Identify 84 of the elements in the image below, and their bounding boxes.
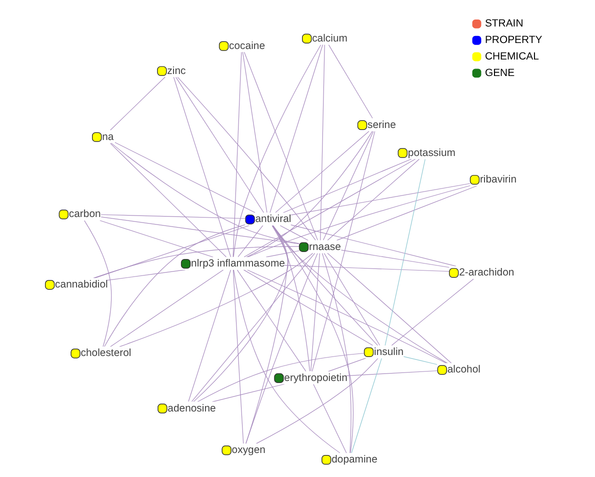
connector xyxy=(310,252,320,372)
node-text: ribavirin xyxy=(479,174,516,186)
connector xyxy=(192,225,288,402)
connector xyxy=(390,278,474,346)
connector xyxy=(100,216,299,244)
connector xyxy=(118,252,313,347)
connector xyxy=(110,142,300,244)
connector xyxy=(242,270,373,346)
connector xyxy=(256,358,378,444)
connector xyxy=(110,143,226,258)
node-text: serine xyxy=(366,120,396,131)
connector xyxy=(176,76,316,240)
connector xyxy=(245,253,318,444)
connector xyxy=(246,270,446,364)
connector xyxy=(232,52,242,258)
node-label: cocaine xyxy=(228,40,265,52)
node-text: 2-arachidon xyxy=(458,268,514,279)
node-text: carbon xyxy=(68,209,100,220)
node-text: oxygen xyxy=(231,445,265,456)
connector xyxy=(402,356,437,365)
legend-label: STRAIN xyxy=(484,18,523,30)
node-text: cholesterol xyxy=(80,348,131,360)
node-text: potassium xyxy=(407,148,455,159)
connector xyxy=(326,158,420,241)
node-text: dopamine xyxy=(331,454,377,466)
node-text: insulin xyxy=(374,346,404,358)
connector xyxy=(345,370,438,376)
connector xyxy=(320,44,324,241)
connector xyxy=(284,265,450,272)
connector xyxy=(190,252,315,402)
connector xyxy=(94,225,249,278)
legend-label: CHEMICAL xyxy=(484,52,538,63)
connector xyxy=(350,358,382,454)
node-text: rnaase xyxy=(308,242,340,253)
connector xyxy=(110,76,165,130)
node-text: nlrp3 inflammasome xyxy=(190,258,285,270)
connector xyxy=(271,225,448,364)
connector xyxy=(242,52,267,213)
connector xyxy=(290,224,456,266)
legend-label: PROPERTY xyxy=(484,35,542,46)
connector xyxy=(265,250,299,258)
connector xyxy=(384,158,425,346)
connector xyxy=(340,250,450,268)
node-label: zinc xyxy=(166,66,186,77)
connector xyxy=(92,246,300,278)
connector xyxy=(100,214,245,219)
connector xyxy=(84,220,112,347)
connector xyxy=(237,225,263,258)
connector xyxy=(326,252,452,364)
connector xyxy=(196,352,364,402)
connector xyxy=(232,270,244,444)
node-text: antiviral xyxy=(254,214,291,226)
node-text: alcohol xyxy=(446,364,480,376)
connector xyxy=(106,270,185,281)
connector xyxy=(188,270,231,402)
connector xyxy=(232,44,321,258)
connector xyxy=(274,130,369,213)
connector xyxy=(290,183,470,216)
connector xyxy=(247,185,470,258)
connector xyxy=(110,270,224,348)
connector xyxy=(322,131,374,240)
connector xyxy=(321,252,351,454)
connector xyxy=(279,225,308,241)
node-text: calcium xyxy=(312,33,347,44)
connector xyxy=(99,220,213,258)
connector xyxy=(212,384,284,402)
node-text: cannabidiol xyxy=(54,280,108,291)
connector xyxy=(323,253,380,346)
node-text: erythropoietin xyxy=(284,372,347,384)
connector xyxy=(236,270,306,372)
connector xyxy=(269,44,323,213)
connector xyxy=(327,358,366,372)
connector xyxy=(172,76,231,258)
legend-label: GENE xyxy=(484,68,514,79)
connector xyxy=(175,76,264,214)
node-text: na xyxy=(102,132,114,143)
connector xyxy=(232,270,340,454)
connector xyxy=(114,142,255,213)
connector xyxy=(312,384,346,454)
connector xyxy=(336,186,477,241)
connector xyxy=(282,158,412,214)
connector xyxy=(104,224,245,347)
node-text: adenosine xyxy=(167,403,216,414)
connector xyxy=(328,44,372,119)
